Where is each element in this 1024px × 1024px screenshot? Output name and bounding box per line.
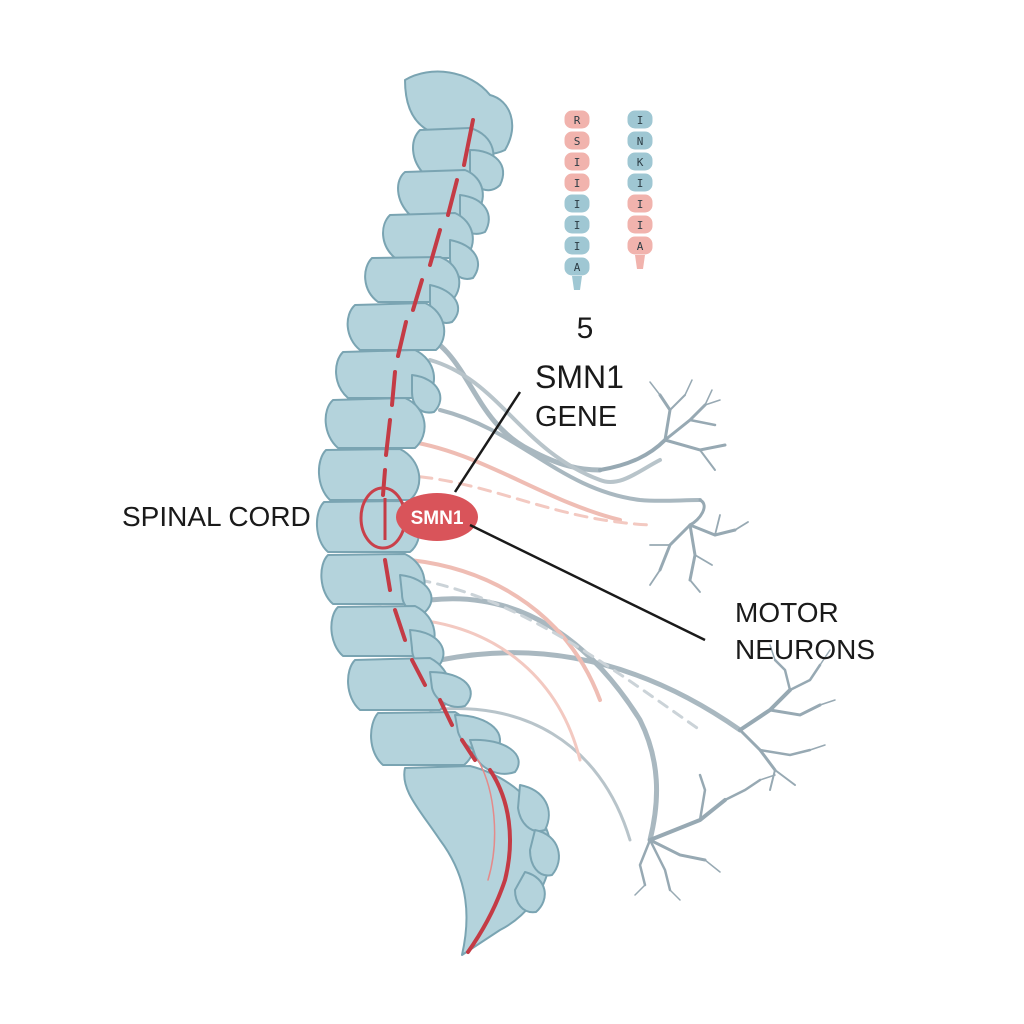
chromosome-band: [563, 109, 591, 130]
chromosome-band-mark: I: [574, 177, 581, 190]
chromosome-band: [563, 235, 591, 256]
chromosome-band: [563, 214, 591, 235]
nerve-fiber-affected: [418, 618, 582, 762]
vertebra: [324, 397, 426, 449]
vertebral-column: [316, 70, 560, 956]
sacrum-lobe: [514, 871, 546, 914]
smn1-tag-bg: [396, 493, 478, 541]
vertebra: [347, 657, 451, 711]
neuron-dendrites-upper: [598, 379, 749, 593]
chromosome-band-mark: I: [574, 219, 581, 232]
sacrum-lobe: [517, 784, 550, 833]
neuron-dendrites-lower: [634, 644, 836, 901]
chromosome-band: [626, 109, 654, 130]
motor-neurons-label-line1: MOTOR: [735, 597, 839, 628]
chromosome-band-mark: I: [637, 198, 644, 211]
smn1-gene-label-line2: GENE: [535, 401, 617, 433]
spinal-cord-label: SPINAL CORD: [122, 501, 311, 532]
chromosome-band-mark: R: [574, 114, 581, 127]
chromosome-band-mark: N: [637, 135, 644, 148]
gene-leader-line: [453, 391, 522, 493]
chromosome-band-mark: A: [574, 261, 581, 274]
chromosome-band-mark: I: [574, 240, 581, 253]
chromosome-band-mark: A: [637, 240, 644, 253]
chromosome-band-mark: I: [637, 219, 644, 232]
smn1-tag-label: SMN1: [411, 508, 464, 529]
chromosome-band: [626, 193, 654, 214]
chromosome-band: [626, 130, 654, 151]
chromosome-tail: [572, 276, 582, 290]
nerve-fiber: [438, 408, 702, 503]
chromosome-band-mark: I: [574, 198, 581, 211]
smn1-gene-label-line1: SMN1: [535, 359, 624, 395]
nerve-fiber: [428, 707, 632, 842]
nerve-fiber-affected: [418, 578, 702, 732]
chromosome-band: [626, 151, 654, 172]
chromosome-band-mark: I: [637, 114, 644, 127]
vertebra-process: [411, 374, 442, 414]
chromosome-band: [563, 193, 591, 214]
chromosome-band-mark: I: [574, 156, 581, 169]
motor-neuron-leader-line: [469, 523, 706, 642]
vertebra: [346, 302, 446, 351]
nerve-fiber: [428, 358, 662, 484]
spinal-cord-line: [381, 118, 512, 954]
nerve-fiber-affected: [408, 558, 602, 702]
chromosome-band-mark: K: [637, 156, 644, 169]
chromosome-band: [626, 172, 654, 193]
chromosome-tail: [635, 255, 645, 269]
nerve-fiber-affected: [398, 438, 622, 522]
vertebra: [318, 448, 421, 501]
nerve-fiber: [437, 650, 743, 733]
chromosome-band: [626, 214, 654, 235]
chromosome-band-mark: I: [637, 177, 644, 190]
chromosome-number-label: 5: [577, 312, 594, 345]
motor-nerve-fibers: [398, 327, 743, 843]
motor-neurons-label-line2: NEURONS: [735, 634, 875, 665]
chromosome-band: [563, 172, 591, 193]
sacrum-lobe: [529, 829, 560, 877]
chromosome-band: [563, 130, 591, 151]
chromosome-band-mark: S: [574, 135, 581, 148]
nerve-fiber-affected: [398, 473, 652, 527]
chromosome-band: [563, 151, 591, 172]
